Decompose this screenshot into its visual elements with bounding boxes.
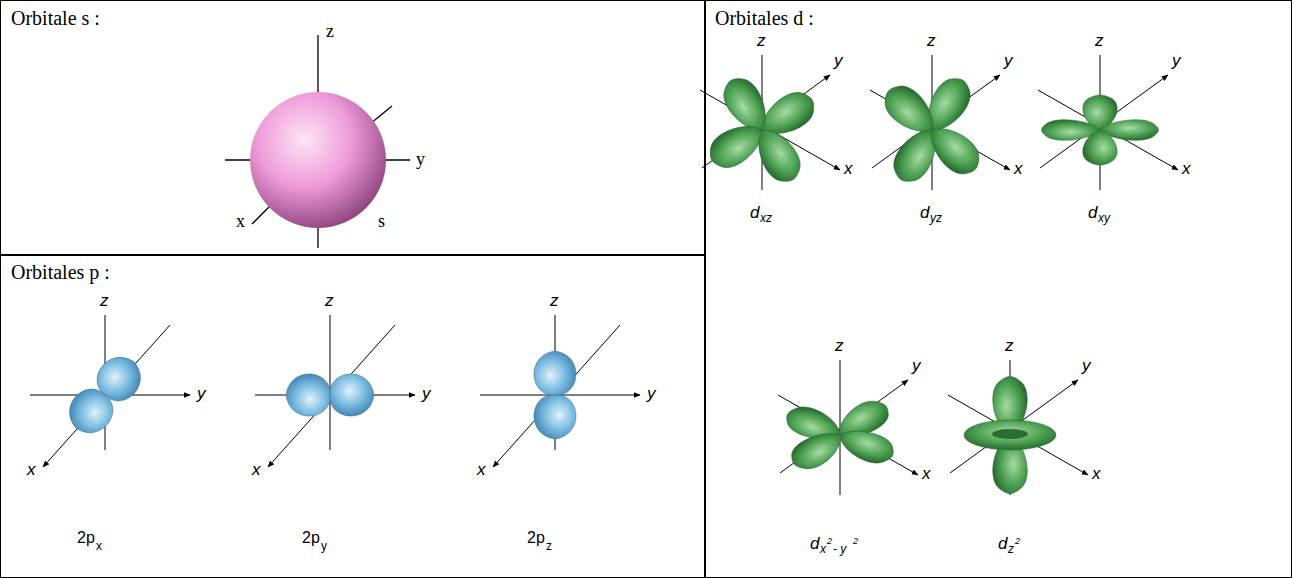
- axis-label: z: [1005, 337, 1014, 354]
- axis-label: 2p: [527, 530, 545, 546]
- axis-label: y: [912, 357, 921, 374]
- axis-label: 2p: [302, 530, 320, 546]
- axis-label: x: [477, 461, 486, 478]
- axis-label: x: [1014, 160, 1023, 177]
- axis-label: 2: [853, 537, 858, 546]
- axis-label: d: [920, 204, 929, 221]
- axis-label: z: [325, 292, 334, 309]
- axis-label: y: [416, 150, 425, 168]
- p-z-orbital: [480, 315, 640, 467]
- cell-heading: Orbitale s :: [11, 7, 100, 29]
- table-cell: Orbitale s :: [0, 0, 706, 256]
- d-xy-orbital: [1038, 55, 1178, 190]
- axis-label: x: [252, 461, 261, 478]
- table-cell: Orbitales d :: [704, 0, 1292, 578]
- axis-label: y: [647, 385, 656, 402]
- cell-heading: Orbitales p :: [11, 261, 110, 283]
- axis-label: xz: [760, 212, 772, 224]
- axis-label: x: [844, 160, 853, 177]
- axis-label: z: [326, 22, 334, 40]
- axis-label: d: [998, 535, 1007, 552]
- axis-label: z: [100, 292, 109, 309]
- axis-label: d: [1088, 204, 1097, 221]
- p-x-orbital: [30, 315, 190, 467]
- cell-heading: Orbitales d :: [715, 7, 814, 29]
- axis-label: 2: [1015, 537, 1020, 546]
- axis-label: y: [321, 540, 327, 552]
- axis-label: 2p: [77, 530, 95, 546]
- axis-label: y: [1172, 52, 1181, 69]
- axis-label: 2: [827, 537, 832, 546]
- axis-label: yz: [930, 212, 942, 224]
- d-z2-orbital: [948, 360, 1088, 495]
- axis-label: y: [1082, 357, 1091, 374]
- axis-label: x: [96, 540, 102, 552]
- axis-label: z: [927, 32, 936, 49]
- axis-label: s: [378, 212, 385, 230]
- axis-label: xy: [1098, 212, 1110, 224]
- axis-label: y: [197, 385, 206, 402]
- axis-label: x: [236, 212, 245, 230]
- axis-label: x: [820, 543, 826, 555]
- axis-label: x: [1092, 465, 1101, 482]
- d-xz-orbital: [700, 55, 840, 190]
- s-orbital: [225, 35, 410, 248]
- axis-label: z: [1095, 32, 1104, 49]
- axis-label: x: [27, 461, 36, 478]
- axis-label: y: [1004, 52, 1013, 69]
- axis-label: z: [835, 337, 844, 354]
- d-x2-y2-orbital: [778, 360, 918, 495]
- axis-label: z: [546, 540, 552, 552]
- d-yz-orbital: [870, 55, 1010, 190]
- axis-label: x: [922, 465, 931, 482]
- axis-label: d: [750, 204, 759, 221]
- axis-label: - y: [833, 543, 846, 555]
- axis-label: y: [834, 52, 843, 69]
- axis-label: z: [757, 32, 766, 49]
- axis-label: z: [550, 292, 559, 309]
- axis-label: d: [810, 535, 819, 552]
- axis-label: z: [1008, 543, 1014, 555]
- p-y-orbital: [255, 315, 415, 467]
- axis-label: x: [1182, 160, 1191, 177]
- axis-label: y: [422, 385, 431, 402]
